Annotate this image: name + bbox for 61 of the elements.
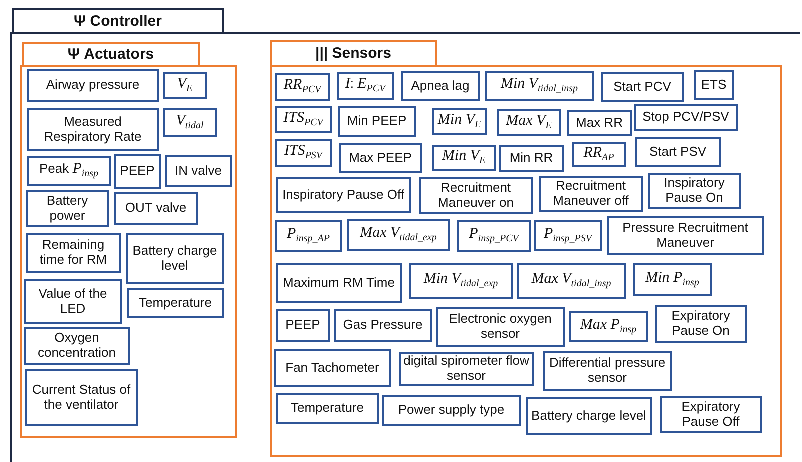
panel-title: Ψ Actuators xyxy=(22,42,200,65)
parameter-box: Remaining time for RM xyxy=(26,233,121,273)
parameter-box: PEEP xyxy=(114,154,161,189)
parameter-box: Measured Respiratory Rate xyxy=(27,108,159,151)
parameter-box: OUT valve xyxy=(114,192,198,225)
parameter-box: Current Status of the ventilator xyxy=(25,369,138,426)
parameter-box: Min V$_{tidal_exp}$ xyxy=(409,263,513,299)
parameter-box: Electronic oxygen sensor xyxy=(436,307,565,347)
parameter-box: Temperature xyxy=(276,393,379,424)
parameter-box: V$_{E}$ xyxy=(163,72,207,99)
parameter-box: Min V$_{E}$ xyxy=(432,145,496,171)
parameter-box: Power supply type xyxy=(382,395,521,426)
parameter-box: Gas Pressure xyxy=(334,309,432,342)
parameter-box: Inspiratory Pause On xyxy=(648,173,741,209)
parameter-box: PEEP xyxy=(276,309,330,342)
parameter-box: Max P$_{insp}$ xyxy=(569,311,648,342)
parameter-box: digital spirometer flow sensor xyxy=(399,352,534,386)
parameter-box: Airway pressure xyxy=(27,69,159,102)
parameter-box: Recruitment Maneuver on xyxy=(419,177,533,214)
parameter-box: Max V$_{E}$ xyxy=(497,109,561,136)
parameter-box: ETS xyxy=(694,70,734,100)
parameter-box: V$_{tidal}$ xyxy=(163,108,217,137)
parameter-box: Peak P$_{insp}$ xyxy=(27,156,111,186)
parameter-box: IN valve xyxy=(165,155,232,187)
parameter-box: Min P$_{insp}$ xyxy=(633,263,712,296)
parameter-box: Battery charge level xyxy=(526,397,652,435)
parameter-box: Min V$_{E}$ xyxy=(432,108,487,135)
parameter-box: Fan Tachometer xyxy=(274,349,391,387)
parameter-box: I: E$_{PCV}$ xyxy=(337,72,394,100)
parameter-box: RR$_{PCV}$ xyxy=(275,73,330,101)
parameter-box: Expiratory Pause Off xyxy=(660,396,762,433)
parameter-box: Expiratory Pause On xyxy=(655,305,747,343)
panel-title: ||| Sensors xyxy=(270,40,437,65)
parameter-box: Inspiratory Pause Off xyxy=(276,177,411,213)
parameter-box: ITS$_{PSV}$ xyxy=(275,139,332,167)
parameter-box: Max V$_{tidal_insp}$ xyxy=(517,263,626,299)
parameter-box: Pressure Recruitment Maneuver xyxy=(607,216,764,255)
parameter-box: Min V$_{tidal_insp}$ xyxy=(485,71,594,101)
parameter-box: Start PSV xyxy=(635,137,721,167)
parameter-box: Maximum RM Time xyxy=(276,263,402,303)
parameter-box: Oxygen concentration xyxy=(24,327,130,365)
parameter-box: Max V$_{tidal_exp}$ xyxy=(347,219,450,251)
parameter-box: Recruitment Maneuver off xyxy=(539,176,643,212)
parameter-box: Stop PCV/PSV xyxy=(634,104,738,131)
parameter-box: ITS$_{PCV}$ xyxy=(275,106,332,133)
parameter-box: P$_{insp_AP}$ xyxy=(275,220,342,252)
parameter-box: Value of the LED xyxy=(24,279,122,324)
parameter-box: Battery power xyxy=(26,190,109,227)
parameter-box: Min RR xyxy=(499,145,564,172)
parameter-box: Max PEEP xyxy=(339,143,422,173)
parameter-box: Temperature xyxy=(127,288,224,318)
parameter-box: Apnea lag xyxy=(401,71,480,101)
parameter-box: P$_{insp_PSV}$ xyxy=(534,220,602,251)
parameter-box: Differential pressure sensor xyxy=(543,351,672,391)
panel-title: Ψ Controller xyxy=(12,8,224,32)
parameter-box: RR$_{AP}$ xyxy=(572,142,626,167)
parameter-box: Battery charge level xyxy=(126,233,224,284)
parameter-box: P$_{insp_PCV}$ xyxy=(457,220,531,252)
parameter-box: Start PCV xyxy=(601,72,684,102)
parameter-box: Min PEEP xyxy=(338,106,416,137)
parameter-box: Max RR xyxy=(567,110,632,136)
